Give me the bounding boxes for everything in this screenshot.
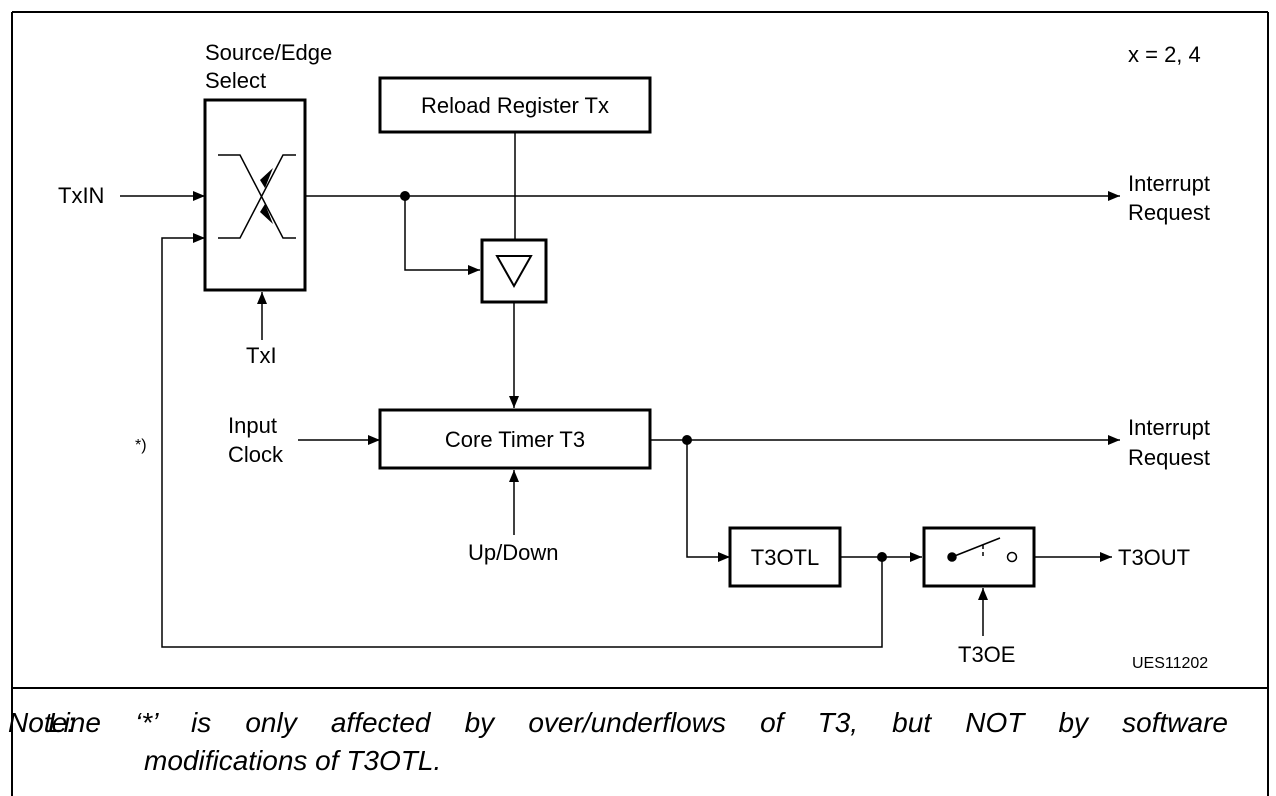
note-line-2: modifications of T3OTL. [144,745,442,776]
txin-label: TxIN [58,183,104,208]
source-edge-select-title-1: Source/Edge [205,40,332,65]
figure-id: UES11202 [1132,655,1208,672]
interrupt-request-2-line1: Interrupt [1128,415,1210,440]
note-prefix: Note: [8,707,75,738]
down-triangle-icon [495,255,533,289]
interrupt-request-1-line2: Request [1128,200,1210,225]
input-clock-line2: Clock [228,442,284,467]
feedback-line [161,233,883,648]
crossover-switch-icon [218,154,296,239]
reload-register-label: Reload Register Tx [421,93,609,118]
interrupt-request-2-line2: Request [1128,445,1210,470]
reload-register-block [378,76,652,134]
txi-label: TxI [246,343,277,368]
source-edge-select-block [203,98,307,292]
interrupt-request-1-line1: Interrupt [1128,171,1210,196]
figure-frame [11,11,1269,796]
core-timer-block [378,408,652,470]
t3out-label: T3OUT [1118,545,1190,570]
branch-to-gate-line [404,196,480,275]
up-down-label: Up/Down [468,540,558,565]
x-values-note: x = 2, 4 [1128,42,1201,67]
output-switch-block [922,526,1036,588]
input-clock-line1: Input [228,413,277,438]
core-timer-label: Core Timer T3 [445,427,585,452]
footnote: Note: Line ‘*’ is only affected by over/… [8,704,1228,780]
t3otl-label: T3OTL [751,545,819,570]
timer-to-t3otl-line [686,440,730,562]
source-edge-select-title-2: Select [205,68,266,93]
reload-gate-block [480,238,548,304]
switch-icon [947,537,1018,563]
note-line-1: Line ‘*’ is only affected by over/underf… [48,707,1228,738]
star-marker: *) [135,437,147,454]
t3oe-label: T3OE [958,642,1015,667]
